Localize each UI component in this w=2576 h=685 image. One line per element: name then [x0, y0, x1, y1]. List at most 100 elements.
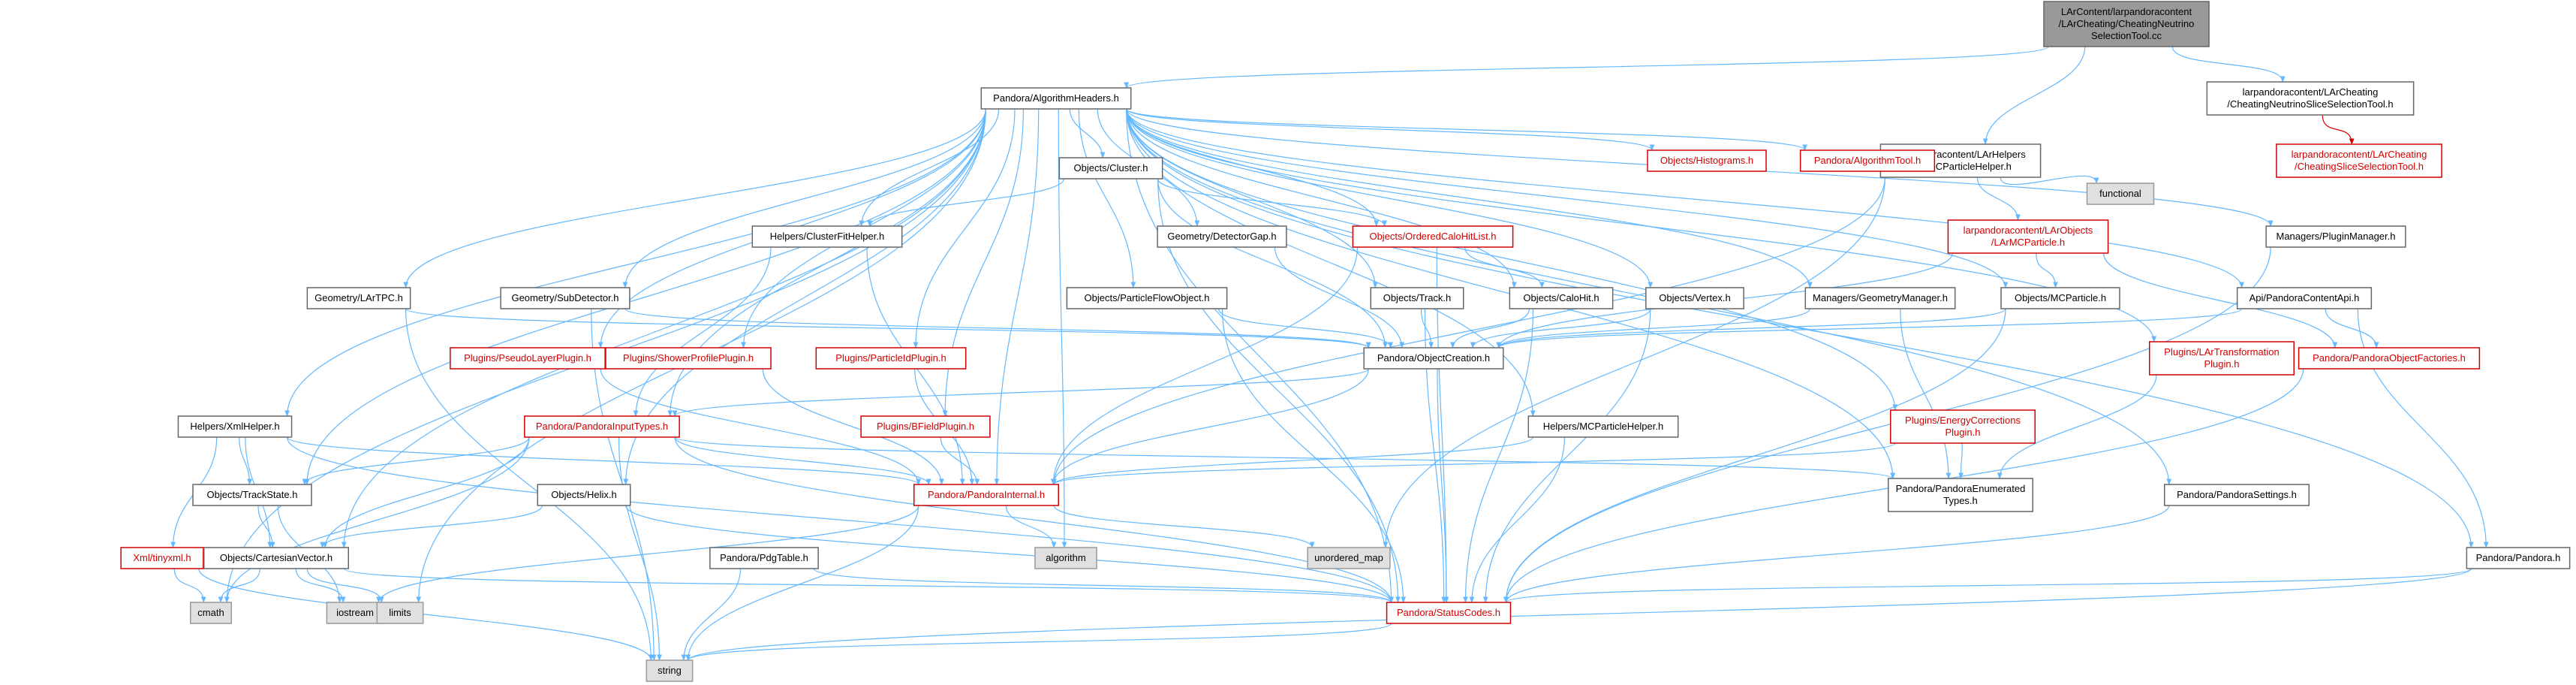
node-showerprofile[interactable]: Plugins/ShowerProfilePlugin.h: [605, 347, 772, 370]
edge-psettings-to-statuscodes: [1503, 505, 2170, 603]
edge-alghdr-to-pandorah: [1126, 108, 2474, 548]
edge-tinyxml-to-cmath: [173, 568, 206, 603]
node-algtool[interactable]: Pandora/AlgorithmTool.h: [1799, 149, 1936, 172]
node-box: [1527, 415, 1679, 438]
node-box: [2043, 1, 2210, 47]
edge-contentapi-to-pandorah: [2357, 308, 2489, 548]
node-label: Pandora/StatusCodes.h: [1397, 607, 1500, 618]
node-calohit[interactable]: Objects/CaloHit.h: [1509, 287, 1614, 309]
node-objcreation[interactable]: Pandora/ObjectCreation.h: [1363, 347, 1504, 370]
node-unorderedmap: unordered_map: [1307, 547, 1391, 569]
file-nodes: LArContent/larpandoracontent/LArCheating…: [120, 1, 2571, 682]
node-label: Objects/TrackState.h: [207, 489, 298, 500]
node-mcparticle[interactable]: Objects/MCParticle.h: [2000, 287, 2120, 309]
node-label: Objects/Histograms.h: [1660, 155, 1753, 166]
edge-showerprofile-to-pinternal: [762, 368, 944, 485]
node-particleid[interactable]: Plugins/ParticleIdPlugin.h: [815, 347, 967, 370]
node-alghdr[interactable]: Pandora/AlgorithmHeaders.h: [980, 87, 1132, 110]
edge-alghdr-to-pinternal: [994, 108, 1040, 485]
edge-alghdr-to-cartesian: [341, 108, 986, 548]
node-box: [326, 602, 384, 624]
node-pluginmgr[interactable]: Managers/PluginManager.h: [2265, 225, 2406, 248]
edge-alghdr-to-histograms: [1126, 108, 1655, 151]
node-trackstate[interactable]: Objects/TrackState.h: [192, 484, 312, 506]
node-cartesian[interactable]: Objects/CartesianVector.h: [203, 547, 349, 569]
node-box: [1157, 225, 1287, 248]
node-pfo[interactable]: Objects/ParticleFlowObject.h: [1066, 287, 1228, 309]
node-track[interactable]: Objects/Track.h: [1370, 287, 1464, 309]
node-xmlhelper[interactable]: Helpers/XmlHelper.h: [177, 415, 293, 438]
node-box: [2086, 183, 2155, 205]
node-cheatneu[interactable]: larpandoracontent/LArCheating/CheatingNe…: [2206, 81, 2415, 116]
node-box: [203, 547, 349, 569]
edge-alghdr-to-clusterfit: [859, 108, 1000, 227]
node-label: Objects/ParticleFlowObject.h: [1085, 292, 1210, 303]
node-clusterfit[interactable]: Helpers/ClusterFitHelper.h: [751, 225, 903, 248]
node-lartpc[interactable]: Geometry/LArTPC.h: [306, 287, 411, 309]
node-lobjects[interactable]: larpandoracontent/LArObjects/LArMCPartic…: [1947, 219, 2109, 254]
node-inputtypes[interactable]: Pandora/PandoraInputTypes.h: [524, 415, 680, 438]
node-helix[interactable]: Objects/Helix.h: [537, 484, 631, 506]
node-label: Objects/Helix.h: [551, 489, 616, 500]
node-box: [1804, 287, 1956, 309]
node-label: Helpers/MCParticleHelper.h: [1543, 421, 1663, 432]
node-cmath: cmath: [190, 602, 232, 624]
node-box: [1058, 157, 1163, 180]
node-algorithm: algorithm: [1034, 547, 1097, 569]
edge-alghdr-to-statuscodes: [1126, 108, 1394, 603]
edge-alghdr-to-trackstate: [304, 108, 986, 485]
edge-calohit-to-statuscodes: [1463, 308, 1534, 603]
node-box: [2000, 287, 2120, 309]
node-subdet[interactable]: Geometry/SubDetector.h: [500, 287, 630, 309]
edge-alghdr-to-mcphelper: [1126, 108, 1536, 417]
node-geomgr[interactable]: Managers/GeometryManager.h: [1804, 287, 1956, 309]
node-contentapi[interactable]: Api/PandoraContentApi.h: [2236, 287, 2373, 309]
edge-root-to-alghdr: [1124, 46, 2049, 89]
node-label: Pandora/PdgTable.h: [720, 552, 808, 563]
node-pinternal[interactable]: Pandora/PandoraInternal.h: [913, 484, 1059, 506]
edge-alghdr-to-lartpc: [403, 108, 986, 288]
edge-pfo-to-statuscodes: [1221, 308, 1407, 603]
node-tinyxml[interactable]: Xml/tinyxml.h: [120, 547, 204, 569]
edge-cluster-to-ocalolist: [1157, 178, 1387, 227]
edge-tinyxml-to-string: [198, 568, 654, 661]
node-ocalolist[interactable]: Objects/OrderedCaloHitList.h: [1352, 225, 1514, 248]
node-pseudolayer[interactable]: Plugins/PseudoLayerPlugin.h: [450, 347, 606, 370]
node-detgap[interactable]: Geometry/DetectorGap.h: [1157, 225, 1287, 248]
edge-ocalolist-to-pinternal: [1050, 246, 1358, 485]
node-cheatslice[interactable]: larpandoracontent/LArCheating/CheatingSl…: [2276, 143, 2442, 178]
node-pdgtable[interactable]: Pandora/PdgTable.h: [709, 547, 819, 569]
node-box: [190, 602, 232, 624]
node-root[interactable]: LArContent/larpandoracontent/LArCheating…: [2043, 1, 2210, 47]
node-bfield[interactable]: Plugins/BFieldPlugin.h: [860, 415, 991, 438]
node-pandorah[interactable]: Pandora/Pandora.h: [2466, 547, 2571, 569]
node-objfactories[interactable]: Pandora/PandoraObjectFactories.h: [2298, 347, 2481, 370]
node-label: Pandora/AlgorithmHeaders.h: [993, 92, 1119, 104]
node-psettings[interactable]: Pandora/PandoraSettings.h: [2164, 484, 2310, 506]
node-cluster[interactable]: Objects/Cluster.h: [1058, 157, 1163, 180]
node-box: [306, 287, 411, 309]
node-vertex[interactable]: Objects/Vertex.h: [1645, 287, 1744, 309]
node-box: [2164, 484, 2310, 506]
edge-helix-to-cartesian: [320, 505, 543, 548]
edge-alghdr-to-pfo: [1078, 108, 1136, 288]
node-label: /LArCheating/CheatingNeutrino: [2059, 18, 2195, 29]
node-mcphelper[interactable]: Helpers/MCParticleHelper.h: [1527, 415, 1679, 438]
node-statuscodes[interactable]: Pandora/StatusCodes.h: [1386, 602, 1512, 624]
edge-bfield-to-pinternal: [940, 436, 980, 485]
edge-alghdr-to-xmlhelper: [284, 108, 986, 417]
node-label: Geometry/SubDetector.h: [511, 292, 618, 303]
node-label: cmath: [197, 607, 224, 618]
node-label: Plugins/ParticleIdPlugin.h: [835, 352, 946, 364]
node-box: [1799, 149, 1936, 172]
edge-subdet-to-objcreation: [624, 308, 1371, 349]
edge-contentapi-to-objcreation: [1496, 308, 2243, 349]
node-label: Pandora/AlgorithmTool.h: [1814, 155, 1921, 166]
node-label: Pandora/PandoraSettings.h: [2177, 489, 2297, 500]
node-label: larpandoracontent/LArObjects: [1964, 225, 2093, 236]
node-histograms[interactable]: Objects/Histograms.h: [1647, 149, 1767, 172]
node-label: unordered_map: [1314, 552, 1383, 563]
